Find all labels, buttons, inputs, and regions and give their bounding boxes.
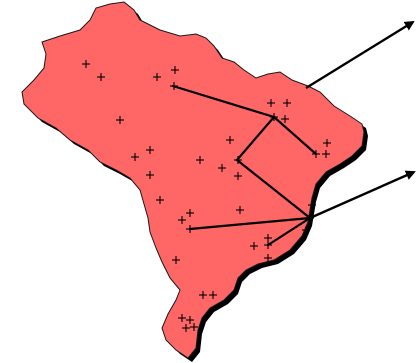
city-marker bbox=[170, 82, 178, 90]
city-marker bbox=[312, 150, 320, 158]
city-marker bbox=[209, 291, 217, 299]
city-marker bbox=[302, 226, 310, 234]
arrow-northeast bbox=[305, 20, 415, 90]
city-marker bbox=[234, 172, 242, 180]
city-marker bbox=[236, 206, 244, 214]
city-marker bbox=[153, 73, 161, 81]
city-marker bbox=[199, 291, 207, 299]
route-line bbox=[171, 84, 276, 119]
city-marker bbox=[146, 171, 154, 179]
route-arrows bbox=[305, 20, 416, 220]
city-marker bbox=[250, 242, 258, 250]
route-lines bbox=[171, 84, 318, 247]
city-marker bbox=[218, 164, 226, 172]
city-marker bbox=[146, 146, 154, 154]
city-marker bbox=[190, 323, 198, 331]
city-markers bbox=[82, 60, 331, 332]
city-marker bbox=[186, 209, 194, 217]
city-marker bbox=[116, 116, 124, 124]
city-marker bbox=[283, 99, 291, 107]
city-marker bbox=[264, 234, 272, 242]
route-line bbox=[235, 158, 312, 220]
city-marker bbox=[226, 136, 234, 144]
city-marker bbox=[178, 314, 186, 322]
city-marker bbox=[234, 156, 242, 164]
city-marker bbox=[156, 196, 164, 204]
city-marker bbox=[178, 216, 186, 224]
city-marker bbox=[172, 256, 180, 264]
city-marker bbox=[131, 153, 139, 161]
city-marker bbox=[267, 99, 275, 107]
city-marker bbox=[182, 324, 190, 332]
city-marker bbox=[323, 139, 331, 147]
route-line bbox=[272, 115, 318, 156]
city-marker bbox=[264, 254, 272, 262]
land-area bbox=[21, 1, 365, 359]
city-marker bbox=[264, 241, 272, 249]
city-marker bbox=[306, 214, 314, 222]
city-marker bbox=[281, 115, 289, 123]
arrow-east bbox=[309, 170, 416, 220]
city-marker bbox=[196, 156, 204, 164]
city-marker bbox=[322, 150, 330, 158]
city-marker bbox=[82, 60, 90, 68]
city-marker bbox=[270, 113, 278, 121]
route-line bbox=[188, 216, 312, 231]
city-marker bbox=[308, 201, 316, 209]
city-marker bbox=[186, 225, 194, 233]
city-marker bbox=[97, 73, 105, 81]
city-marker bbox=[186, 316, 194, 324]
city-marker bbox=[171, 66, 179, 74]
route-line bbox=[266, 216, 312, 247]
route-line bbox=[235, 115, 276, 162]
